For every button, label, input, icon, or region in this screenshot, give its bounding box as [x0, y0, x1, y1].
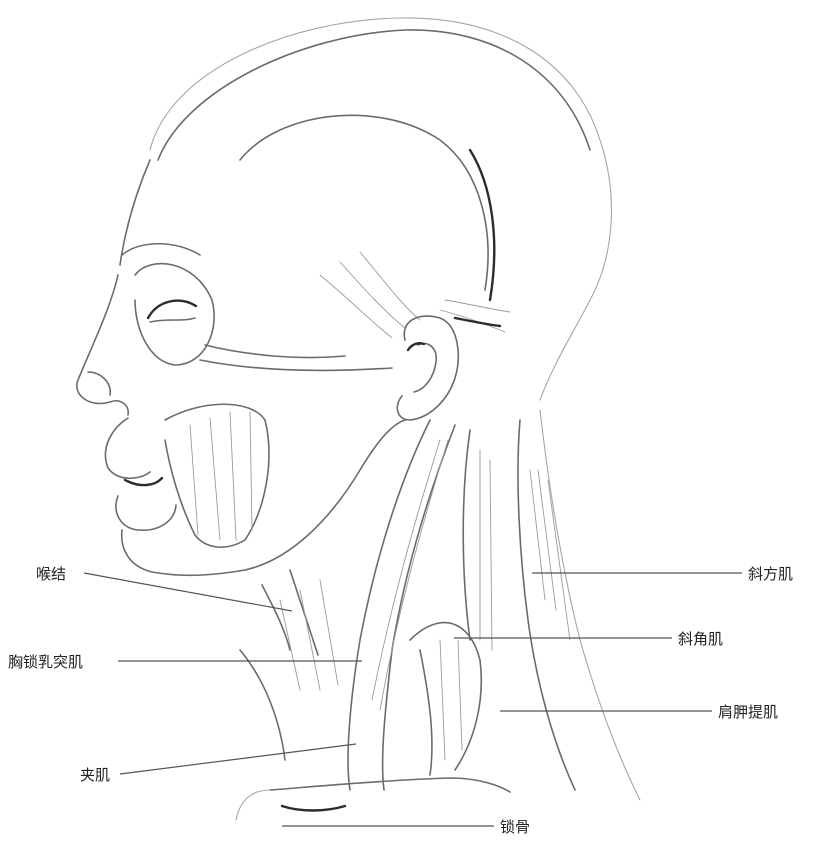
splenius-leader	[120, 744, 356, 774]
label-levator-scapulae: 肩胛提肌	[718, 703, 778, 721]
neck-sketch	[236, 410, 640, 820]
label-sternocleidomastoid: 胸锁乳突肌	[8, 653, 83, 671]
label-splenius: 夹肌	[80, 766, 110, 784]
laryngeal-prominence-leader	[84, 573, 292, 611]
head-sketch	[77, 18, 612, 575]
label-clavicle: 锁骨	[500, 818, 530, 836]
label-scalene: 斜角肌	[678, 630, 723, 648]
ear-sketch	[397, 316, 458, 420]
label-trapezius: 斜方肌	[748, 565, 793, 583]
label-laryngeal-prominence: 喉结	[36, 565, 66, 583]
